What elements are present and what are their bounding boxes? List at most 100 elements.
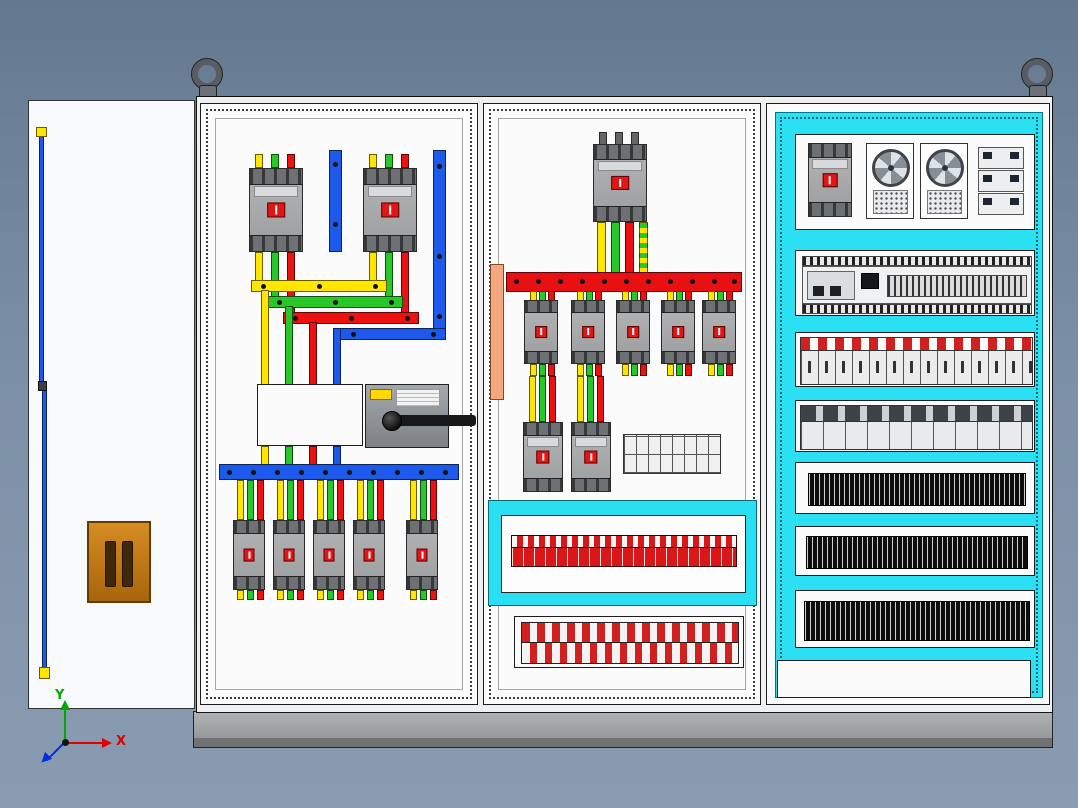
phase-stub	[287, 154, 295, 168]
door-bonding-wire-lower[interactable]	[42, 387, 47, 669]
section-feeders[interactable]	[483, 103, 761, 705]
outgoing-breaker-4[interactable]	[353, 520, 385, 590]
lower-terminal-row-2[interactable]	[521, 642, 739, 664]
busbar-bolt	[437, 254, 442, 259]
outlet-stub	[530, 364, 537, 376]
breaker-rocker[interactable]	[536, 450, 550, 464]
terminal-strip-2[interactable]	[806, 536, 1028, 569]
outlet-stub	[257, 590, 264, 600]
busbar-breaker-3[interactable]	[616, 300, 650, 364]
distribution-busbar-blue[interactable]	[219, 464, 459, 480]
breaker-rocker[interactable]	[363, 548, 375, 562]
wire-joint	[38, 381, 47, 391]
door-bonding-wire-upper[interactable]	[39, 135, 44, 387]
breaker-bottom-terminals	[524, 477, 562, 491]
branch-bar	[357, 480, 364, 520]
neutral-riser-center[interactable]	[329, 150, 342, 252]
breaker-top-terminals	[274, 521, 304, 535]
breaker-rocker[interactable]	[535, 326, 547, 338]
terminal-block-grid[interactable]	[623, 434, 721, 474]
breaker-rocker[interactable]	[822, 173, 838, 187]
door-handle[interactable]	[87, 521, 151, 603]
outgoing-breaker-3[interactable]	[313, 520, 345, 590]
terminal-strip-1[interactable]	[808, 473, 1026, 506]
busbar-bolt	[431, 332, 436, 337]
breaker-bottom-terminals	[274, 575, 304, 589]
contactor-row-bodies[interactable]	[800, 421, 1033, 450]
lower-terminal-row-1[interactable]	[521, 622, 739, 644]
plc-terminal-strip-top	[802, 256, 1032, 266]
branch-bar	[277, 480, 284, 520]
breaker-rocker[interactable]	[611, 175, 629, 191]
main-breaker-1[interactable]	[249, 168, 303, 252]
phase-drop	[385, 252, 393, 302]
cooling-fan-1[interactable]	[866, 143, 914, 219]
section-incoming[interactable]	[200, 103, 478, 705]
outgoing-breaker-5[interactable]	[406, 520, 438, 590]
breaker-rocker[interactable]	[323, 548, 335, 562]
outlet-stub	[247, 590, 254, 600]
neutral-riser-right[interactable]	[433, 150, 446, 340]
busbar-bolt	[349, 316, 354, 321]
main-breaker-2[interactable]	[363, 168, 417, 252]
outlet-stub	[595, 364, 602, 376]
branch-bar	[287, 480, 294, 520]
meter-stack[interactable]	[978, 147, 1024, 215]
busbar-bolt	[395, 470, 400, 475]
busbar-bolt	[293, 316, 298, 321]
breaker-rocker[interactable]	[283, 548, 295, 562]
breaker-label	[812, 159, 848, 170]
plc-controller[interactable]	[802, 266, 1032, 304]
changeover-switch[interactable]	[365, 384, 476, 448]
outgoing-breaker-2[interactable]	[273, 520, 305, 590]
phase-stub	[271, 154, 279, 168]
cabinet-body[interactable]	[196, 96, 1053, 713]
breaker-rocker[interactable]	[267, 202, 285, 218]
breaker-rocker[interactable]	[713, 326, 725, 338]
section-control[interactable]	[766, 103, 1050, 705]
outlet-stub	[685, 364, 692, 376]
sub-breaker-2[interactable]	[571, 422, 611, 492]
busbar-breaker-1[interactable]	[524, 300, 558, 364]
breaker-bottom-terminals	[572, 477, 610, 491]
breaker-rocker[interactable]	[672, 326, 684, 338]
branch-bar	[247, 480, 254, 520]
breaker-rocker[interactable]	[381, 202, 399, 218]
breaker-rocker[interactable]	[243, 548, 255, 562]
sub-breaker-1[interactable]	[523, 422, 563, 492]
terminal-panel-cyan[interactable]	[488, 500, 757, 606]
breaker-top-terminals	[524, 423, 562, 437]
outlet-stub	[377, 590, 384, 600]
relay-module-row-tops[interactable]	[800, 337, 1033, 351]
feeder-main-breaker[interactable]	[593, 144, 647, 222]
breaker-top-terminals	[364, 169, 416, 185]
busbar-breaker-4[interactable]	[661, 300, 695, 364]
breaker-rocker[interactable]	[416, 548, 428, 562]
breaker-rocker[interactable]	[627, 326, 639, 338]
cabinet-plinth[interactable]	[193, 711, 1053, 748]
cooling-fan-2[interactable]	[920, 143, 968, 219]
busbar-breaker-2[interactable]	[571, 300, 605, 364]
terminal-strip-3[interactable]	[804, 601, 1030, 641]
riser	[577, 376, 584, 422]
breaker-rocker[interactable]	[582, 326, 594, 338]
wire-lug-bottom	[39, 667, 50, 679]
busbar-breaker-5[interactable]	[702, 300, 736, 364]
outgoing-breaker-1[interactable]	[233, 520, 265, 590]
control-breaker[interactable]	[808, 143, 852, 217]
outlet-stub	[430, 590, 437, 600]
bus-drop	[333, 446, 341, 466]
relay-module-row-bodies[interactable]	[800, 350, 1033, 385]
breaker-top-terminals	[354, 521, 384, 535]
changeover-terminal-frame[interactable]	[257, 384, 363, 446]
busbar-bolt	[333, 162, 338, 167]
contactor-row-tops[interactable]	[800, 405, 1033, 422]
branch-bar	[297, 480, 304, 520]
control-row-terminals-1	[795, 462, 1035, 514]
switch-handle[interactable]	[392, 415, 476, 426]
breaker-rocker[interactable]	[584, 450, 598, 464]
terminal-row-lower[interactable]	[511, 547, 737, 567]
cabinet-door[interactable]	[28, 100, 195, 709]
axis-y-arrowhead-icon	[60, 700, 70, 710]
